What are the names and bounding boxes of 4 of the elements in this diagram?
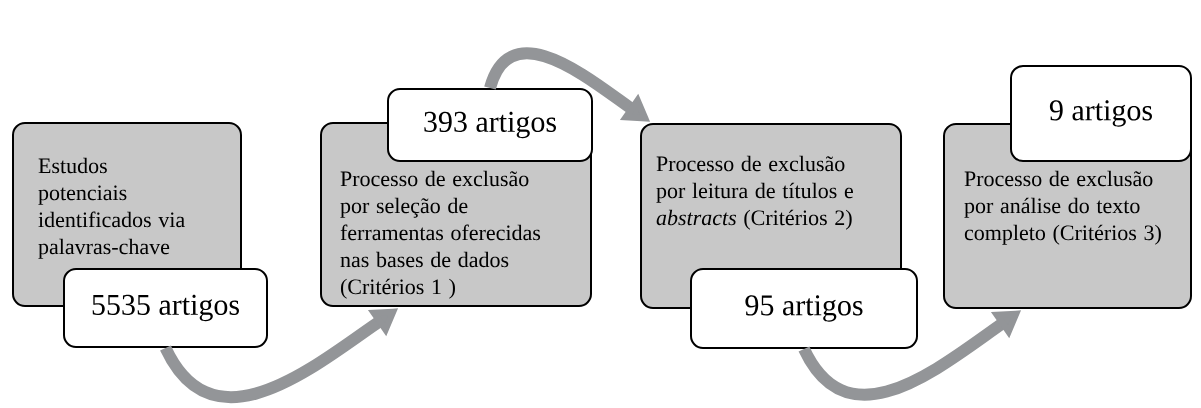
count-box: 95 artigos <box>690 268 918 349</box>
count-box: 393 artigos <box>387 88 593 162</box>
count-box: 5535 artigos <box>63 268 268 348</box>
count-box: 9 artigos <box>1010 65 1192 162</box>
